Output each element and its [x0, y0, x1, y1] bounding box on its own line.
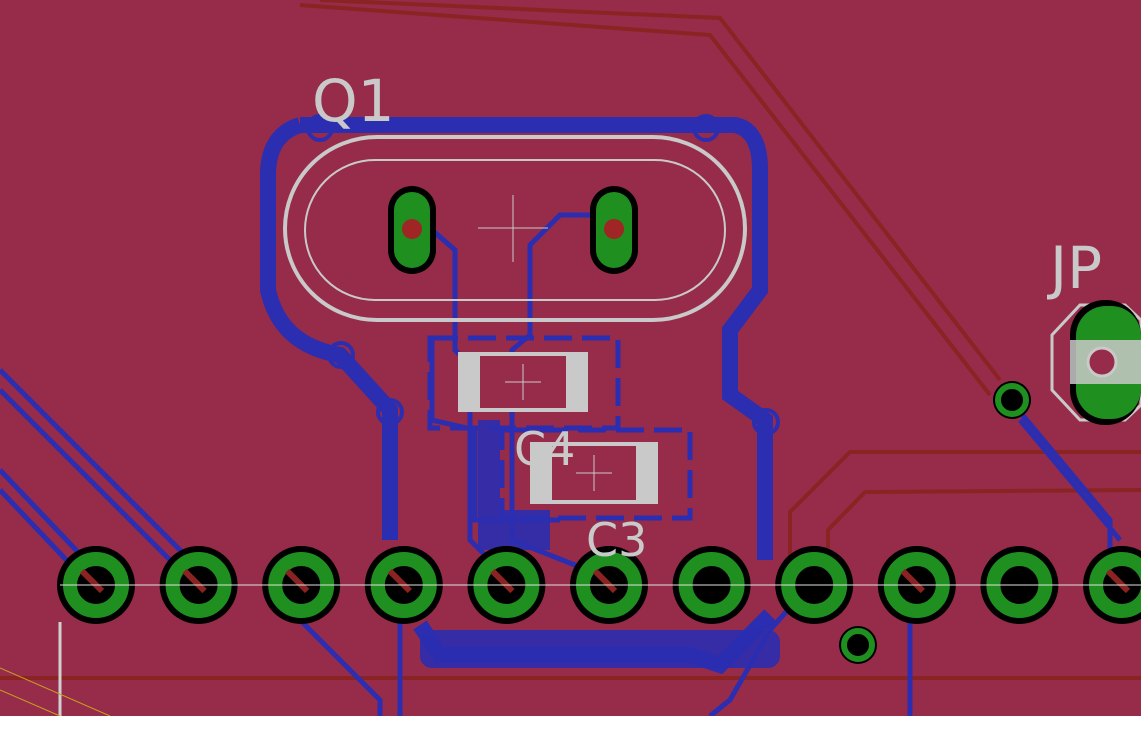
pour-fill-block: [478, 420, 500, 550]
header-pad-trace-stub: [1105, 568, 1131, 594]
top-trace[interactable]: [319, 0, 1002, 382]
c4-outline: [427, 335, 621, 431]
q1-outline-inner: [304, 159, 726, 301]
via: [841, 628, 875, 662]
bottom-trace[interactable]: [0, 388, 192, 582]
board-edge-diagonal: [0, 667, 111, 716]
header-pad-trace-stub: [490, 568, 515, 594]
header-pad-trace-stub: [79, 568, 105, 594]
label-c4: C4: [514, 422, 575, 476]
ground-pour-outline[interactable]: [260, 117, 398, 540]
ground-pour-outline[interactable]: [300, 117, 773, 560]
via-blue[interactable]: [692, 114, 720, 142]
jp-footprint[interactable]: [1050, 300, 1141, 425]
board-edge-diagonal: [0, 689, 61, 716]
top-copper-layer: [0, 0, 1141, 680]
q1-pad-1-drill: [402, 219, 422, 239]
pour-fill: [420, 420, 780, 668]
q1-pad-2-drill: [604, 219, 624, 239]
vias: [306, 114, 1031, 664]
q1-outline-outer: [283, 135, 747, 322]
jp-pad-drill: [1086, 346, 1118, 378]
header-pad-trace-stub: [900, 568, 925, 594]
label-jp: JP: [1047, 234, 1102, 302]
top-trace[interactable]: [788, 450, 1141, 560]
q1-footprint[interactable]: [283, 135, 747, 322]
c3-outline: [499, 427, 693, 521]
top-trace[interactable]: [826, 488, 1141, 560]
via-blue[interactable]: [306, 114, 334, 142]
via-blue[interactable]: [327, 341, 355, 369]
c3-footprint[interactable]: [499, 427, 693, 521]
bottom-trace[interactable]: [0, 368, 202, 572]
top-trace[interactable]: [299, 3, 992, 397]
header-pad-trace-stub: [285, 568, 310, 594]
label-q1: Q1: [312, 67, 395, 135]
header-pad-trace-stub: [387, 568, 412, 594]
bottom-trace[interactable]: [1018, 418, 1122, 542]
via: [995, 383, 1029, 417]
c4-footprint[interactable]: [427, 335, 621, 431]
pcb-canvas[interactable]: Q1 C4 C3 JP: [0, 0, 1141, 716]
pour-fill-block: [420, 630, 780, 668]
header-pad-trace-stub: [182, 568, 207, 594]
label-c3: C3: [586, 513, 647, 567]
q1-pads: [388, 186, 638, 274]
via-blue[interactable]: [376, 398, 404, 426]
header-pad-trace-stub: [592, 568, 618, 594]
via-blue[interactable]: [752, 408, 780, 436]
